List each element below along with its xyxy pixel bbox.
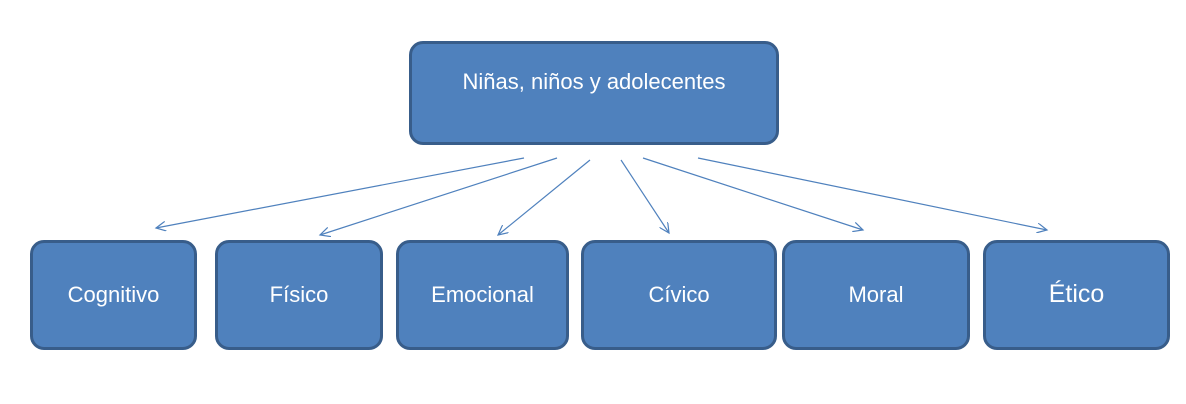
- child-node-label: Ético: [1048, 280, 1105, 309]
- child-node-label: Físico: [269, 281, 329, 307]
- child-node-label: Cognitivo: [67, 281, 160, 307]
- arrow-to-etico: [697, 157, 1047, 230]
- child-node-civico: Cívico: [581, 240, 777, 350]
- child-node-cognitivo: Cognitivo: [30, 240, 197, 350]
- arrow-to-emocional: [498, 159, 591, 235]
- child-node-fisico: Físico: [215, 240, 383, 350]
- arrow-to-cognitivo: [156, 157, 525, 228]
- child-node-label: Cívico: [648, 281, 710, 307]
- child-node-label: Emocional: [431, 281, 534, 307]
- child-node-label: Moral: [848, 281, 904, 307]
- child-node-moral: Moral: [782, 240, 970, 350]
- arrow-to-civico: [620, 159, 669, 233]
- root-node-label: Niñas, niños y adolecentes: [462, 68, 726, 94]
- arrow-to-moral: [642, 157, 863, 230]
- child-node-etico: Ético: [983, 240, 1170, 350]
- child-node-emocional: Emocional: [396, 240, 569, 350]
- root-node: Niñas, niños y adolecentes: [409, 41, 779, 145]
- arrow-to-fisico: [320, 157, 558, 235]
